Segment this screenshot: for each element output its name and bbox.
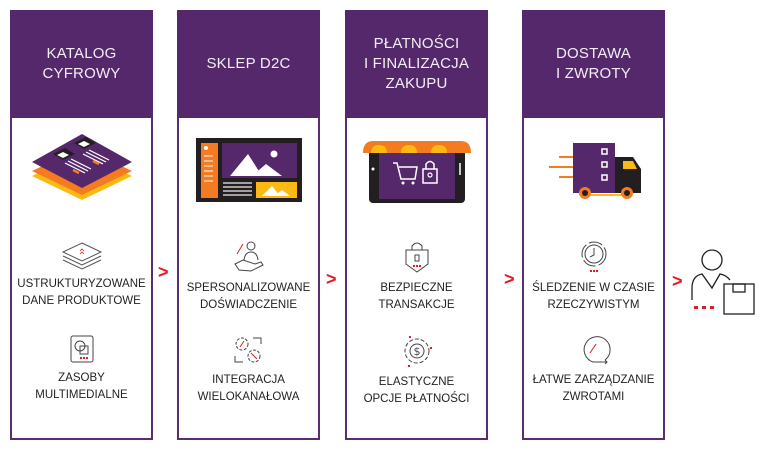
feature-label: USTRUKTURYZOWANE DANE PRODUKTOWE [17, 278, 146, 307]
clock-icon [581, 241, 606, 272]
feature-label: ZASOBY MULTIMEDIALNE [35, 372, 128, 401]
feature-tracking: ŚLEDZENIE W CZASIE RZECZYWISTYM [524, 240, 663, 314]
layers-icon [61, 242, 102, 270]
feature-label: BEZPIECZNE TRANSAKCJE [378, 282, 455, 311]
feature-label: ŚLEDZENIE W CZASIE RZECZYWISTYM [532, 282, 655, 311]
gears-sync-icon [234, 337, 261, 363]
storefront-screen-icon [179, 130, 318, 210]
catalog-stack-icon [12, 130, 151, 210]
stage-title: KATALOG CYFROWY [42, 45, 121, 82]
feature-secure: BEZPIECZNE TRANSAKCJE [347, 240, 486, 314]
stage-header: SKLEP D2C [177, 10, 320, 118]
stage-title: SKLEP D2C [206, 55, 291, 72]
stage-sklep-d2c: SKLEP D2C SPERSONALIZOWANE DOŚWIADCZENIE [177, 10, 320, 440]
svg-text:$: $ [413, 345, 420, 358]
dollar-gear-icon: $ [404, 336, 432, 367]
person-hand-icon [233, 241, 264, 272]
feature-omnichannel: INTEGRACJA WIELOKANAŁOWA [179, 334, 318, 406]
flow-arrow-2: > [326, 269, 337, 289]
stage-platnosci: PŁATNOŚCI I FINALIZACJA ZAKUPU BEZPIECZN… [345, 10, 488, 440]
feature-multimedia: ZASOBY MULTIMEDIALNE [12, 334, 151, 404]
stage-title: PŁATNOŚCI I FINALIZACJA ZAKUPU [363, 35, 470, 92]
flow-arrow-1: > [158, 262, 169, 282]
feature-label: INTEGRACJA WIELOKANAŁOWA [197, 374, 300, 403]
feature-returns: ŁATWE ZARZĄDZANIE ZWROTAMI [524, 334, 663, 406]
stage-header: KATALOG CYFROWY [10, 10, 153, 118]
feature-payment-options: $ ELASTYCZNE OPCJE PŁATNOŚCI [347, 334, 486, 408]
return-arrow-icon [583, 336, 611, 365]
feature-label: ELASTYCZNE OPCJE PŁATNOŚCI [363, 376, 470, 405]
flow-arrow-4: > [672, 271, 683, 291]
stage-katalog-cyfrowy: KATALOG CYFROWY USTRUKTURYZOWANE DANE [10, 10, 153, 440]
feature-label: SPERSONALIZOWANE DOŚWIADCZENIE [186, 282, 311, 311]
delivery-truck-icon [524, 130, 663, 210]
secure-lock-icon [405, 242, 428, 273]
stage-header: PŁATNOŚCI I FINALIZACJA ZAKUPU [345, 10, 488, 118]
mobile-shop-icon [347, 130, 486, 210]
feature-label: ŁATWE ZARZĄDZANIE ZWROTAMI [532, 374, 655, 403]
feature-personalized: SPERSONALIZOWANE DOŚWIADCZENIE [179, 240, 318, 314]
stage-dostawa: DOSTAWA I ZWROTY ŚLEDZENIE W CZASIE RZEC… [522, 10, 665, 440]
flow-arrow-3: > [504, 269, 515, 289]
media-file-icon [70, 335, 93, 363]
stage-title: DOSTAWA I ZWROTY [555, 45, 631, 82]
feature-structured-data: USTRUKTURYZOWANE DANE PRODUKTOWE [12, 240, 151, 310]
stage-header: DOSTAWA I ZWROTY [522, 10, 665, 118]
customer-package-icon [688, 248, 758, 325]
